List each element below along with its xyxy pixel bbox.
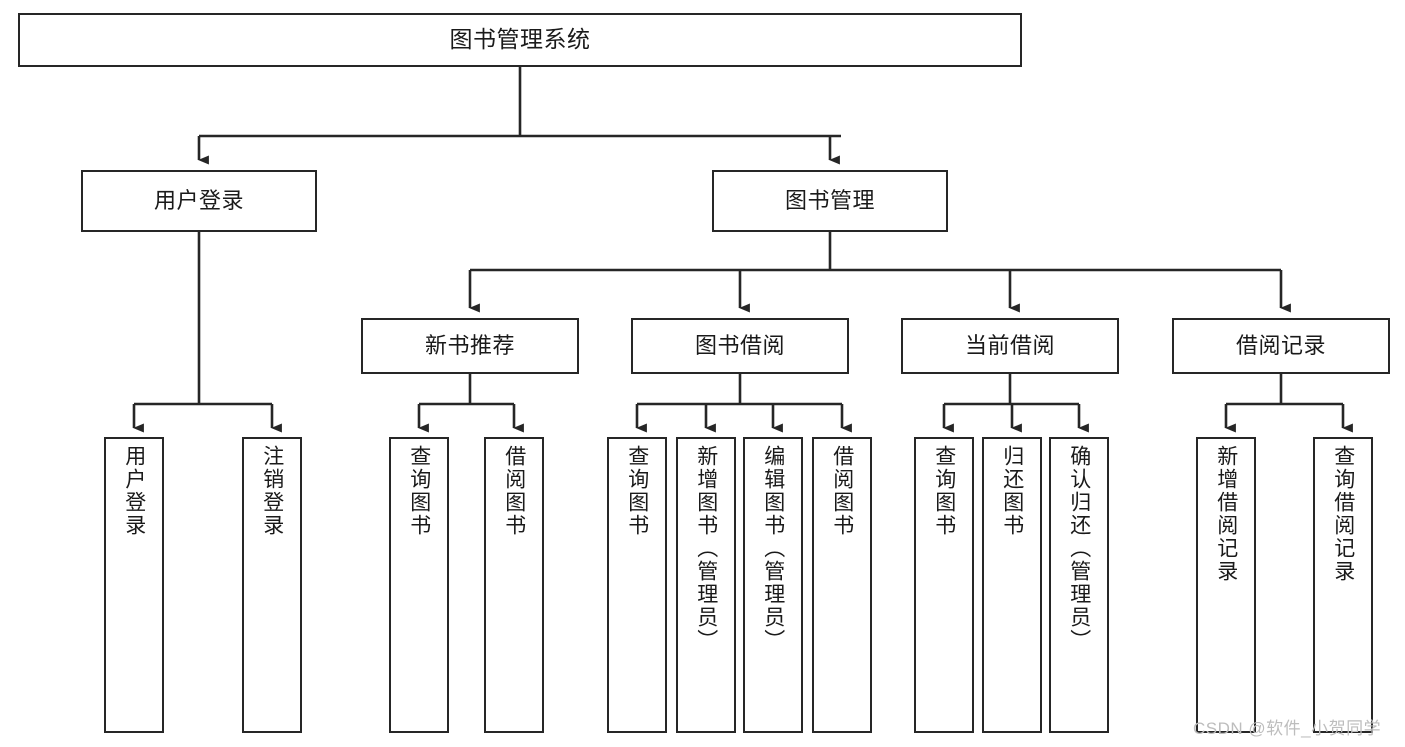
node-leaf-add-book[interactable]: 新增图书（管理员） [676,437,736,733]
node-leaf-borrow-book-2-label: 借阅图书 [830,445,854,537]
node-leaf-return-book[interactable]: 归还图书 [982,437,1042,733]
node-root-label: 图书管理系统 [449,26,591,53]
node-leaf-borrow-book-2[interactable]: 借阅图书 [812,437,872,733]
node-leaf-query-book-3[interactable]: 查询图书 [914,437,974,733]
node-leaf-confirm-return-label: 确认归还（管理员） [1067,445,1091,652]
node-book-borrow-label: 图书借阅 [694,332,785,358]
node-borrow-record[interactable]: 借阅记录 [1172,318,1390,374]
node-leaf-user-login[interactable]: 用户登录 [104,437,164,733]
node-leaf-add-record[interactable]: 新增借阅记录 [1196,437,1256,733]
node-leaf-query-record-label: 查询借阅记录 [1331,445,1355,583]
node-new-book-recommend-label: 新书推荐 [424,332,515,358]
node-book-manage-label: 图书管理 [784,187,875,213]
node-leaf-edit-book[interactable]: 编辑图书（管理员） [743,437,803,733]
node-leaf-add-record-label: 新增借阅记录 [1214,445,1238,583]
node-leaf-query-book-1-label: 查询图书 [407,445,431,537]
node-book-manage[interactable]: 图书管理 [712,170,948,232]
node-root[interactable]: 图书管理系统 [18,13,1022,67]
node-leaf-logout-label: 注销登录 [260,445,284,537]
node-book-borrow[interactable]: 图书借阅 [631,318,849,374]
node-leaf-query-book-2-label: 查询图书 [625,445,649,537]
node-user-login-label: 用户登录 [153,187,244,213]
node-leaf-query-book-2[interactable]: 查询图书 [607,437,667,733]
node-leaf-query-book-1[interactable]: 查询图书 [389,437,449,733]
node-leaf-confirm-return[interactable]: 确认归还（管理员） [1049,437,1109,733]
node-leaf-query-record[interactable]: 查询借阅记录 [1313,437,1373,733]
node-current-borrow-label: 当前借阅 [964,332,1055,358]
node-leaf-borrow-book-1-label: 借阅图书 [502,445,526,537]
node-current-borrow[interactable]: 当前借阅 [901,318,1119,374]
node-leaf-query-book-3-label: 查询图书 [932,445,956,537]
node-user-login[interactable]: 用户登录 [81,170,317,232]
node-leaf-logout[interactable]: 注销登录 [242,437,302,733]
node-leaf-edit-book-label: 编辑图书（管理员） [761,445,785,652]
node-leaf-borrow-book-1[interactable]: 借阅图书 [484,437,544,733]
node-leaf-return-book-label: 归还图书 [1000,445,1024,537]
node-borrow-record-label: 借阅记录 [1235,332,1326,358]
watermark-text: CSDN @软件_小贺同学 [1193,719,1382,738]
node-leaf-add-book-label: 新增图书（管理员） [694,445,718,652]
node-new-book-recommend[interactable]: 新书推荐 [361,318,579,374]
node-leaf-user-login-label: 用户登录 [122,445,146,537]
